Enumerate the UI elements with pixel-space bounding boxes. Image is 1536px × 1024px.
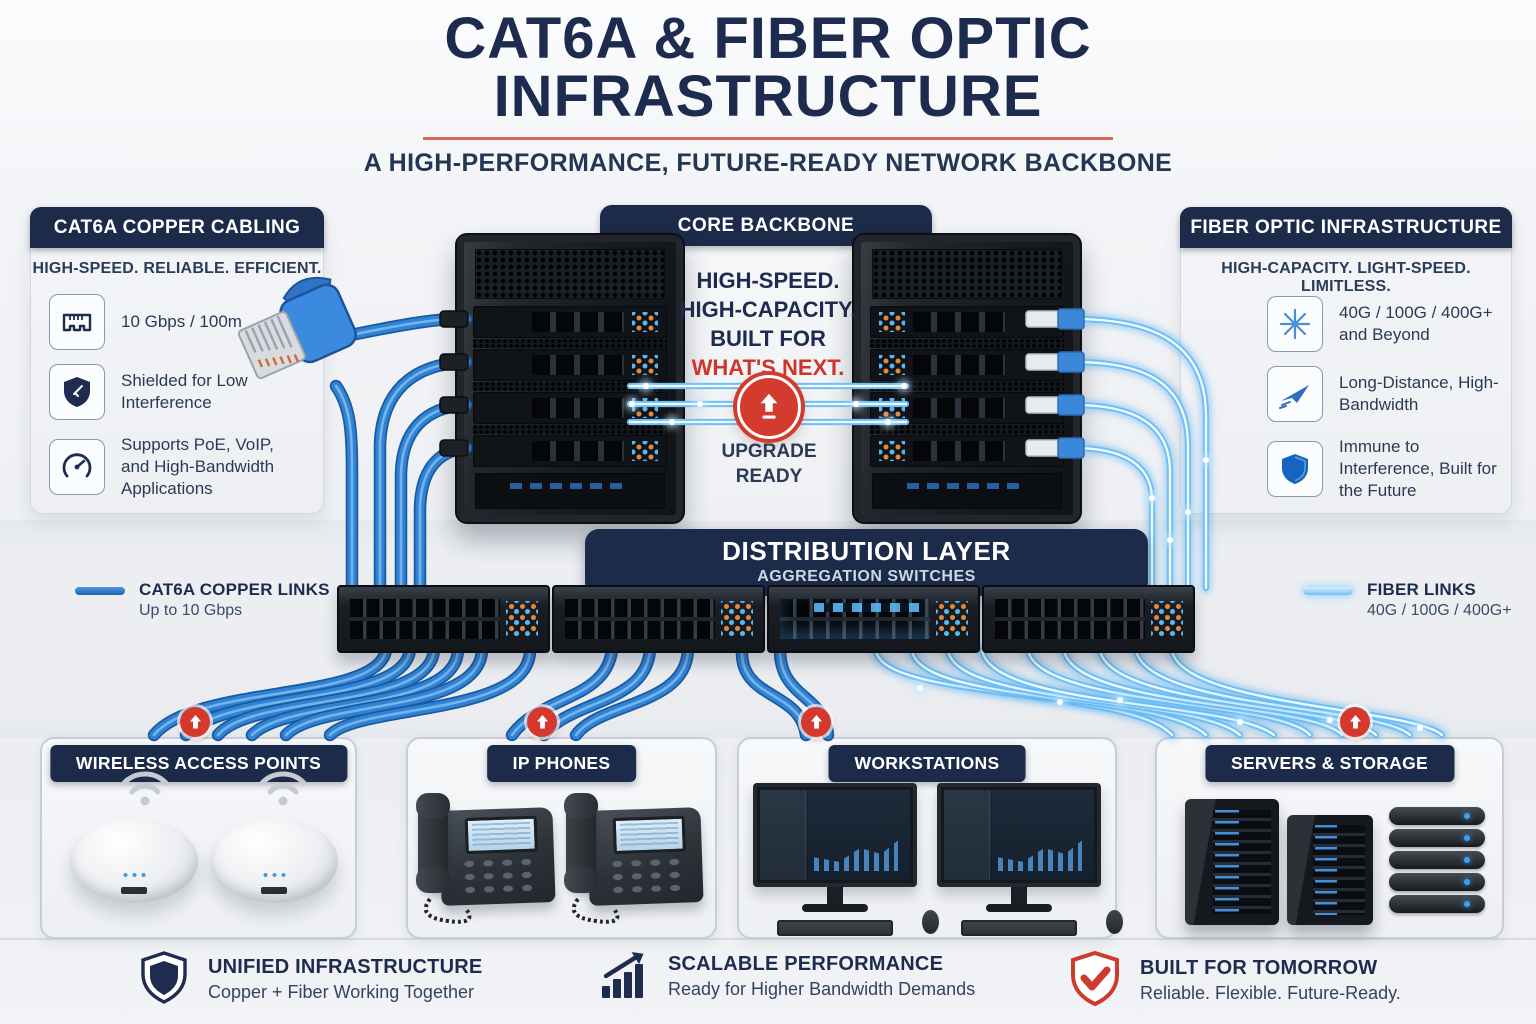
access-point-device xyxy=(210,819,338,903)
footer-scalable-performance: SCALABLE PERFORMANCE Ready for Higher Ba… xyxy=(598,950,975,1002)
fiber-panel-header: FIBER OPTIC INFRASTRUCTURE xyxy=(1180,207,1512,248)
upgrade-ready-label: UPGRADE READY xyxy=(721,441,817,487)
footer-built-for-tomorrow: BUILT FOR TOMORROW Reliable. Flexible. F… xyxy=(1068,950,1401,1010)
phones-panel-header: IP PHONES xyxy=(486,745,637,782)
footer-unified-infrastructure: UNIFIED INFRASTRUCTURE Copper + Fiber Wo… xyxy=(138,950,482,1008)
fiber-link-swatch xyxy=(1303,587,1353,595)
upgrade-ready-icon xyxy=(737,375,801,439)
workstation-device xyxy=(753,783,939,936)
fiber-feature-immune: Immune to Interference, Built for the Fu… xyxy=(1267,436,1517,501)
growth-chart-icon xyxy=(602,952,644,998)
fiber-infrastructure-panel: FIBER OPTIC INFRASTRUCTURE HIGH-CAPACITY… xyxy=(1180,207,1512,514)
copper-link-swatch xyxy=(75,587,125,595)
uplink-badge-workstations xyxy=(801,707,831,737)
page-title-line1: CAT6A & FIBER OPTIC xyxy=(444,6,1092,71)
uplink-badge-wireless xyxy=(180,707,210,737)
server-tower xyxy=(1185,799,1279,925)
legend-fiber-links: FIBER LINKS 40G / 100G / 400G+ xyxy=(1303,580,1512,620)
workstation-device xyxy=(937,783,1123,936)
ip-phone-device xyxy=(416,789,556,914)
copper-feature-speed: 10 Gbps / 100m xyxy=(49,294,289,350)
copper-panel-tagline: HIGH-SPEED. RELIABLE. EFFICIENT. xyxy=(32,260,322,277)
fiber-feature-distance: Long-Distance, High-Bandwidth xyxy=(1267,366,1517,422)
access-point-device xyxy=(70,819,198,903)
server-tower xyxy=(1287,815,1373,925)
ip-phones-panel: IP PHONES xyxy=(406,737,717,939)
page-title-line2: INFRASTRUCTURE xyxy=(493,64,1043,129)
storage-disk-stack xyxy=(1389,807,1485,917)
page-subtitle: A HIGH-PERFORMANCE, FUTURE-READY NETWORK… xyxy=(363,149,1173,177)
burst-icon xyxy=(1267,296,1323,352)
core-backbone-copy: HIGH-SPEED. HIGH-CAPACITY. BUILT FOR WHA… xyxy=(648,266,888,382)
ip-phone-device xyxy=(564,789,704,914)
title-block: CAT6A & FIBER OPTIC INFRASTRUCTURE A HIG… xyxy=(0,10,1536,178)
shield-check-icon xyxy=(1071,950,1119,1007)
rack-vent xyxy=(872,249,1062,299)
copper-feature-shielded: Shielded for Low Interference xyxy=(49,364,289,420)
upload-arrow-icon xyxy=(760,393,778,419)
copper-panel-header: CAT6A COPPER CABLING xyxy=(30,207,324,248)
wifi-icon xyxy=(121,771,169,806)
aggregation-switch-3 xyxy=(767,585,980,653)
uplink-badge-phones xyxy=(527,707,557,737)
copper-cabling-panel: CAT6A COPPER CABLING HIGH-SPEED. RELIABL… xyxy=(30,207,324,514)
copper-feature-poe: Supports PoE, VoIP, and High-Bandwidth A… xyxy=(49,434,289,499)
fiber-feature-speeds: 40G / 100G / 400G+ and Beyond xyxy=(1267,296,1517,352)
aggregation-switch-1 xyxy=(337,585,550,653)
paper-plane-icon xyxy=(1267,366,1323,422)
legend-copper-links: CAT6A COPPER LINKS Up to 10 Gbps xyxy=(75,580,330,620)
servers-panel-header: SERVERS & STORAGE xyxy=(1204,745,1455,782)
aggregation-switch-4 xyxy=(982,585,1195,653)
gauge-icon xyxy=(49,438,105,495)
handset-cords xyxy=(423,897,620,924)
title-divider xyxy=(423,137,1113,140)
workstations-panel: WORKSTATIONS xyxy=(737,737,1123,939)
shield-icon xyxy=(141,951,187,1004)
aggregation-switch-2 xyxy=(552,585,765,653)
uplink-badge-servers xyxy=(1340,707,1370,737)
ethernet-port-icon xyxy=(49,294,105,350)
shield-icon xyxy=(1267,440,1323,497)
shield-icon xyxy=(49,364,105,420)
wifi-icon xyxy=(259,771,307,806)
wireless-access-points-panel: WIRELESS ACCESS POINTS xyxy=(40,737,357,939)
fiber-panel-tagline: HIGH-CAPACITY. LIGHT-SPEED. LIMITLESS. xyxy=(1221,260,1471,295)
distribution-layer-band: DISTRIBUTION LAYER AGGREGATION SWITCHES xyxy=(585,529,1148,596)
rack-vent xyxy=(475,249,665,299)
servers-storage-panel: SERVERS & STORAGE xyxy=(1155,737,1504,939)
workstations-panel-header: WORKSTATIONS xyxy=(828,745,1026,782)
